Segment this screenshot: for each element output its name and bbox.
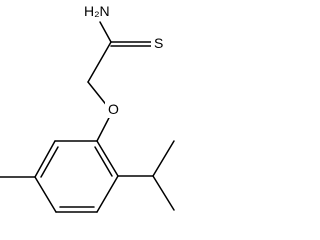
ring-bond-c4-c5-inner bbox=[40, 146, 59, 178]
bond-c1-c2 bbox=[87, 41, 112, 83]
oxygen-label-background bbox=[105, 100, 121, 118]
structure-diagram: H₂N S O bbox=[0, 2, 175, 213]
amine-label: H₂N bbox=[84, 3, 110, 19]
ring-bond-c7-c8 bbox=[96, 175, 119, 213]
chemical-structure-canvas: H₂N S O bbox=[0, 2, 175, 213]
oxygen-label: O bbox=[108, 101, 119, 117]
bond-c1-n bbox=[99, 21, 112, 43]
isopropyl-bond-upper bbox=[152, 140, 175, 177]
ring-bond-c5-c6 bbox=[34, 176, 57, 213]
ring-bond-c8-c3-inner bbox=[94, 146, 113, 177]
isopropyl-bond-lower bbox=[152, 175, 175, 211]
sulfur-label: S bbox=[154, 35, 163, 51]
ring-bond-c8-c3 bbox=[96, 140, 119, 177]
amine-label-background bbox=[82, 2, 112, 21]
sulfur-label-background bbox=[151, 34, 166, 52]
ring-bond-c4-c5 bbox=[34, 140, 56, 178]
